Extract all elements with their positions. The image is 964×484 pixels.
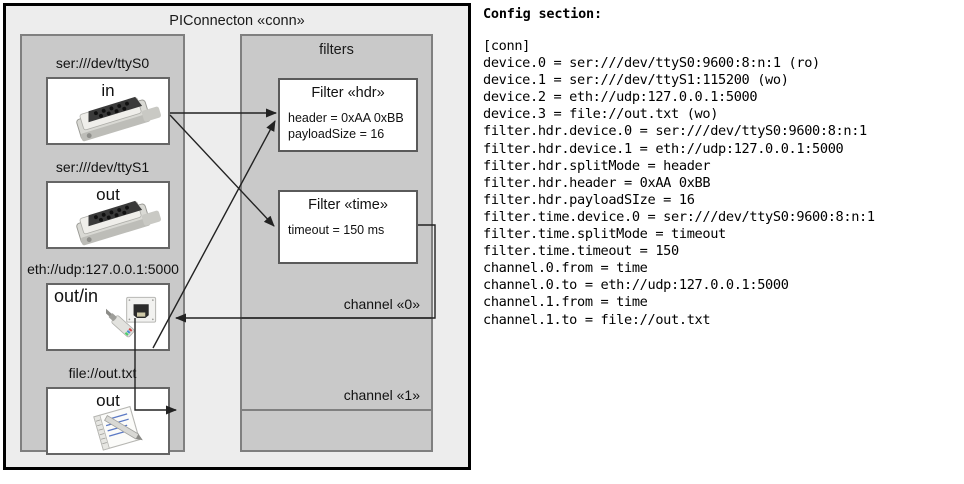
channel-label-0: channel «0» <box>343 296 420 312</box>
filter-attr: payloadSize = 16 <box>288 127 385 141</box>
device-box-1[interactable]: out <box>46 181 170 249</box>
filter-name-time: Filter «time» <box>308 197 388 213</box>
config-lines: [conn] device.0 = ser:///dev/ttyS0:9600:… <box>483 38 875 328</box>
device-label-1: ser:///dev/ttyS1 <box>55 159 150 175</box>
device-box-2[interactable]: out/in <box>46 283 170 351</box>
device-box-3[interactable]: out <box>46 387 170 455</box>
device-label-0: ser:///dev/ttyS0 <box>55 55 150 71</box>
device-label-2: eth://udp:127.0.0.1:5000 <box>27 261 179 277</box>
ethernet-port-icon <box>106 296 157 338</box>
device-caption-2: out/in <box>54 286 99 306</box>
device-caption-1: out <box>96 185 120 204</box>
filter-box-time[interactable]: Filter «time» timeout = 150 ms <box>278 190 418 264</box>
device-box-0[interactable]: in <box>46 77 170 145</box>
channel-lane-divider-0 <box>242 317 431 319</box>
device-caption-0: in <box>101 81 115 100</box>
connection-diagram: PIConnecton «conn» filters ser:///dev/tt… <box>3 3 471 470</box>
filters-group-title: filters <box>319 42 354 58</box>
channel-lane-divider-1 <box>242 409 431 411</box>
text-file-icon <box>93 405 143 451</box>
channel-label-1: channel «1» <box>343 387 420 403</box>
serial-port-icon <box>76 200 162 246</box>
filter-name-hdr: Filter «hdr» <box>311 85 385 101</box>
config-heading: Config section: <box>483 6 602 22</box>
filter-attrs-time: timeout = 150 ms <box>288 222 384 238</box>
filter-attrs-hdr: header = 0xAA 0xBB payloadSize = 16 <box>288 110 404 142</box>
serial-port-icon <box>76 96 162 142</box>
config-section: Config section: [conn] device.0 = ser://… <box>483 6 961 329</box>
package-title: PIConnecton «conn» <box>169 13 305 29</box>
device-label-3: file://out.txt <box>68 365 137 381</box>
filter-attr: header = 0xAA 0xBB <box>288 111 404 125</box>
filter-attr: timeout = 150 ms <box>288 223 385 237</box>
filter-box-hdr[interactable]: Filter «hdr» header = 0xAA 0xBB payloadS… <box>278 78 418 152</box>
device-caption-3: out <box>96 391 120 410</box>
